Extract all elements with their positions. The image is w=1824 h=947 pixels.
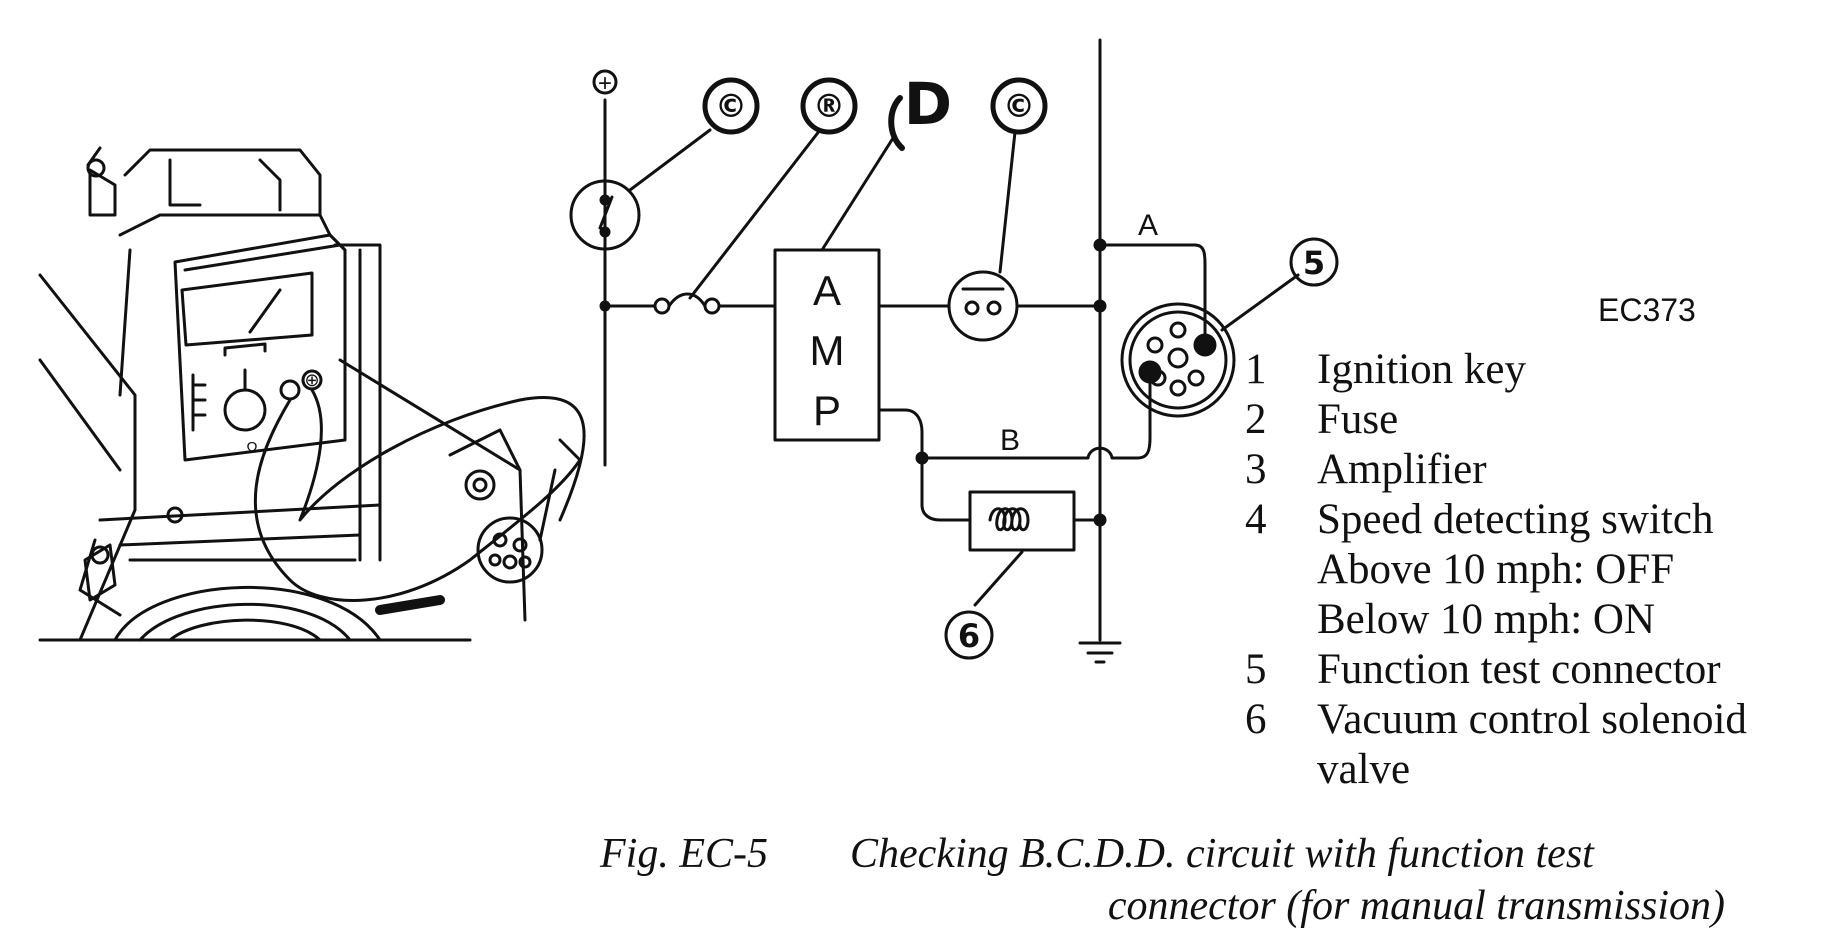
schematic-wiring xyxy=(569,38,1339,664)
legend-item: 5 Function test connector xyxy=(1245,645,1805,695)
callout-c-speed-switch: © xyxy=(1003,87,1035,125)
legend-number: 6 xyxy=(1245,696,1267,743)
figure-caption: Fig. EC-5 Checking B.C.D.D. circuit with… xyxy=(600,828,1725,932)
legend-number: 3 xyxy=(1245,446,1267,493)
wire-b-label: B xyxy=(1000,424,1020,457)
legend-continuation: valve xyxy=(1317,746,1411,793)
legend-text: Amplifier xyxy=(1317,446,1487,493)
legend-subitem: Below 10 mph: ON xyxy=(1317,596,1656,643)
amp-letter-p: P xyxy=(813,387,841,434)
caption-line-1: Checking B.C.D.D. circuit with function … xyxy=(850,831,1594,877)
caption-line-2: connector (for manual transmission) xyxy=(1107,883,1725,929)
callout-r-fuse: ® xyxy=(813,87,845,125)
meter-plus-terminal: ⊕ xyxy=(304,370,319,390)
ohm-symbol: Ω xyxy=(246,439,257,456)
engine-illustration xyxy=(38,146,527,642)
wire-a-label: A xyxy=(1138,209,1158,242)
legend-item: 1 Ignition key xyxy=(1245,345,1805,395)
legend-item: 3 Amplifier xyxy=(1245,445,1805,495)
callout-c-ignition: © xyxy=(715,87,747,125)
amp-letter-a: A xyxy=(813,267,841,314)
legend-text: Fuse xyxy=(1317,396,1399,443)
ohmmeter xyxy=(173,233,347,462)
legend-text: Function test connector xyxy=(1317,646,1721,693)
legend-number: 4 xyxy=(1245,496,1267,543)
legend: 1 Ignition key 2 Fuse 3 Amplifier 4 Spee… xyxy=(1245,345,1805,795)
legend-number: 1 xyxy=(1245,346,1267,393)
caption-figure-number: Fig. EC-5 xyxy=(600,831,768,877)
amp-letter-m: M xyxy=(810,327,845,374)
figure-code: EC373 xyxy=(1598,292,1696,328)
callout-5-connector: 5 xyxy=(1303,244,1325,282)
legend-text: Ignition key xyxy=(1317,346,1526,393)
legend-text: Speed detecting switch xyxy=(1317,496,1714,543)
legend-item: 4 Speed detecting switch xyxy=(1245,495,1805,545)
legend-item: 2 Fuse xyxy=(1245,395,1805,445)
callout-d-amplifier: D xyxy=(904,70,952,138)
legend-number: 2 xyxy=(1245,396,1267,443)
legend-subitem: Above 10 mph: OFF xyxy=(1317,546,1675,593)
legend-number: 5 xyxy=(1245,646,1267,693)
test-leads xyxy=(253,388,586,615)
legend-text: Vacuum control solenoid xyxy=(1317,696,1747,743)
callout-6-solenoid: 6 xyxy=(958,617,980,655)
plus-terminal-label: + xyxy=(598,70,612,97)
legend-item: 6 Vacuum control solenoid xyxy=(1245,695,1805,745)
